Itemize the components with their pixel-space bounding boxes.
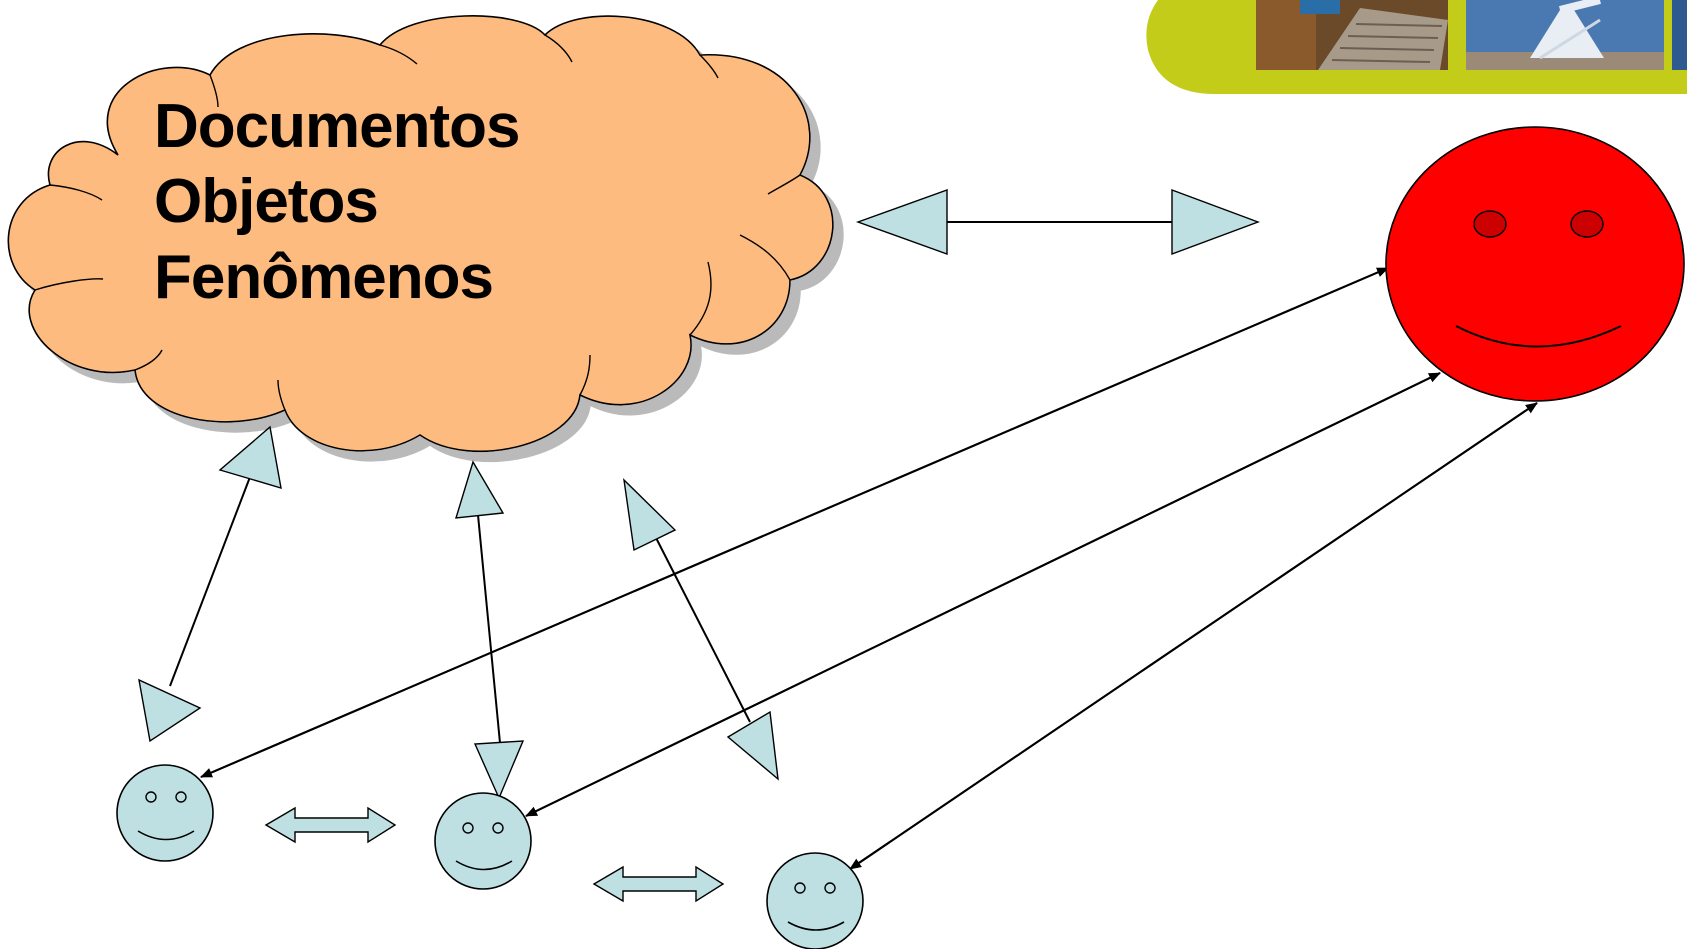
smile: [1455, 325, 1622, 348]
red-face-to-face-3-arrow: [849, 402, 1538, 870]
cloud-to-face-1-arrow: [138, 425, 282, 743]
photo-sliver-icon: [1672, 0, 1687, 70]
face-1-to-face-2-arrow: [264, 806, 397, 844]
cloud-to-red-face-arrow: [855, 188, 1261, 256]
cloud-shape: [7, 15, 834, 453]
radio-telescope-photo-icon: [1466, 0, 1664, 70]
red-face-to-face-2-arrow: [525, 372, 1441, 817]
red-smiley-face: [1385, 126, 1685, 402]
cloud-line-3: Fenômenos: [154, 243, 493, 312]
left-eye: [1473, 210, 1507, 238]
smiley-face-3: [766, 852, 864, 949]
laptop-photo-icon: [1256, 0, 1448, 70]
cloud-to-face-2-arrow: [455, 460, 525, 800]
smiley-face-2: [434, 792, 532, 890]
red-face-to-face-1-arrow: [200, 267, 1389, 778]
cloud-line-1: Documentos: [154, 92, 519, 161]
right-eye: [1570, 210, 1604, 238]
cloud-to-face-3-arrow: [623, 478, 779, 781]
smiley-face-1: [116, 764, 214, 862]
header-banner: [1146, 0, 1687, 94]
face-2-to-face-3-arrow: [592, 865, 725, 903]
cloud-line-2: Objetos: [154, 167, 378, 236]
